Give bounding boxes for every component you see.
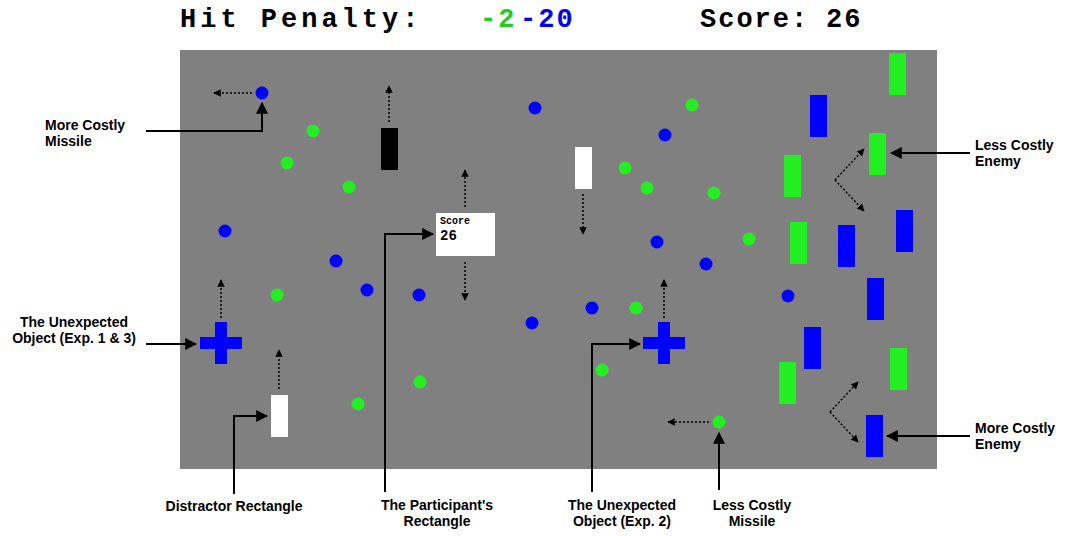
green-enemy — [779, 53, 907, 404]
blue-missile — [529, 102, 542, 115]
header-text: -2 — [480, 4, 516, 36]
motion-arrow — [220, 280, 222, 318]
callout-label: Less Costly Enemy — [975, 137, 1071, 169]
distractor-rectangle — [271, 147, 592, 437]
blue-enemy — [866, 415, 883, 457]
header-text: Hit Penalty: — [180, 4, 422, 36]
motion-arrow — [214, 86, 864, 442]
green-missile — [743, 233, 756, 246]
motion-arrow — [668, 421, 709, 423]
green-missile — [343, 181, 356, 194]
leader-arrow — [891, 152, 970, 154]
score-value: 26 — [440, 228, 491, 244]
blue-missile — [700, 258, 713, 271]
leader-arrow — [146, 103, 262, 131]
leader-arrow — [146, 103, 970, 494]
green-enemy — [889, 53, 906, 95]
callout-label: More Costly Missile — [45, 117, 145, 149]
motion-arrow — [830, 382, 858, 412]
green-missile — [686, 99, 699, 112]
callout-label: Less Costly Missile — [697, 497, 807, 529]
blue-missile — [526, 317, 539, 330]
green-missile — [708, 187, 721, 200]
score-caption: Score — [440, 216, 491, 228]
blue-missile — [659, 129, 672, 142]
green-enemy — [784, 155, 801, 197]
blue-missile — [256, 87, 269, 100]
green-enemy — [890, 348, 907, 390]
green-enemy — [779, 362, 796, 404]
callout-label: More Costly Enemy — [975, 420, 1071, 452]
green-missile — [281, 157, 294, 170]
green-missile — [596, 364, 609, 377]
callout-label: The Unexpected Object (Exp. 1 & 3) — [6, 314, 142, 346]
callout-label: The Unexpected Object (Exp. 2) — [547, 497, 697, 529]
leader-arrow — [385, 234, 433, 492]
green-missile — [271, 289, 284, 302]
header-text: -20 — [520, 4, 575, 36]
callout-label: Distractor Rectangle — [139, 498, 329, 514]
unexpected-cross — [215, 322, 227, 364]
blue-missile — [586, 302, 599, 315]
motion-arrow — [582, 194, 584, 234]
motion-arrow — [388, 86, 390, 122]
unexpected-cross — [658, 322, 670, 364]
motion-arrow — [214, 92, 252, 94]
green-missile — [713, 416, 726, 429]
green-missile — [307, 125, 320, 138]
black-rectangle — [381, 128, 398, 170]
blue-enemy — [804, 95, 913, 457]
motion-arrow — [464, 170, 466, 207]
leader-arrow — [887, 435, 970, 437]
motion-arrow — [830, 412, 858, 442]
blue-enemy — [867, 278, 884, 320]
participant-rectangle: Score26 — [436, 213, 495, 256]
blue-missile — [219, 87, 795, 330]
motion-arrow — [835, 180, 864, 211]
leader-arrow — [146, 343, 196, 345]
motion-arrow — [835, 149, 864, 180]
green-enemy — [790, 222, 807, 264]
green-missile — [271, 99, 756, 429]
callout-label: The Participant's Rectangle — [362, 497, 512, 529]
blue-missile — [413, 289, 426, 302]
blue-missile — [330, 255, 343, 268]
motion-arrow — [663, 280, 665, 318]
blue-enemy — [896, 210, 913, 252]
blue-enemy — [810, 95, 827, 137]
play-field — [180, 50, 937, 469]
green-missile — [619, 162, 632, 175]
blue-enemy — [838, 225, 855, 267]
leader-arrow — [592, 344, 640, 492]
green-missile — [414, 376, 427, 389]
blue-enemy — [804, 327, 821, 369]
green-missile — [352, 398, 365, 411]
motion-arrow — [464, 262, 466, 300]
green-missile — [630, 302, 643, 315]
green-enemy — [869, 133, 886, 175]
blue-missile — [651, 236, 664, 249]
green-missile — [641, 182, 654, 195]
distractor-rectangle — [271, 395, 288, 437]
header-text: Score: — [700, 4, 809, 36]
leader-arrow — [234, 416, 267, 494]
header-text: 26 — [826, 4, 862, 36]
leader-arrow — [718, 433, 720, 490]
blue-missile — [219, 225, 232, 238]
blue-missile — [782, 290, 795, 303]
motion-arrow — [278, 350, 280, 389]
blue-missile — [361, 284, 374, 297]
distractor-rectangle — [575, 147, 592, 189]
